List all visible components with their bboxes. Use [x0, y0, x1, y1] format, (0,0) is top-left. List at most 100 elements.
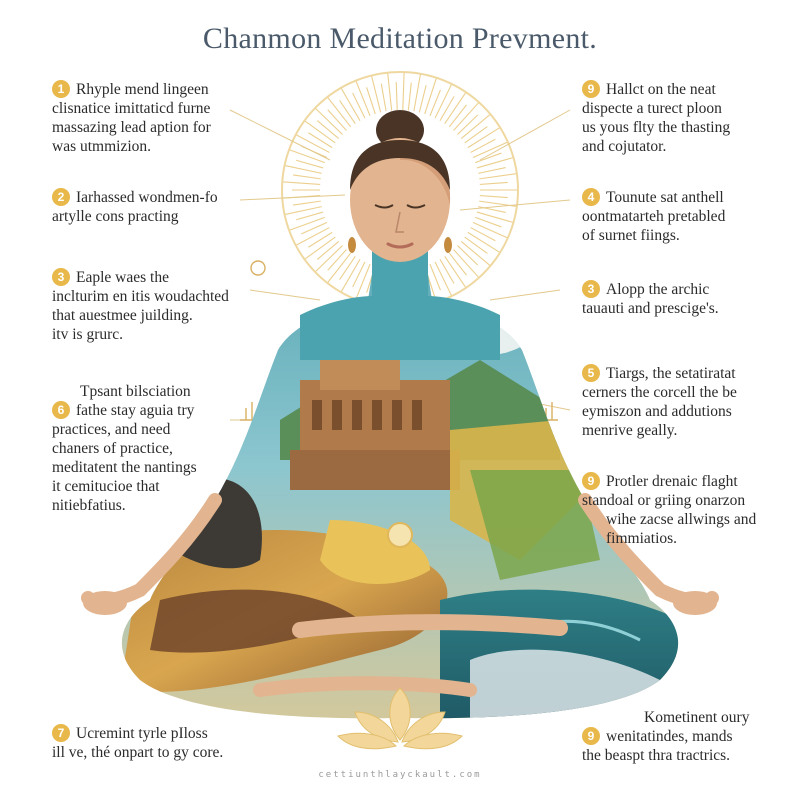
step-badge: 9: [582, 472, 600, 490]
halo-ray: [402, 72, 405, 111]
right-hand: [673, 591, 717, 615]
halo-ray: [308, 132, 333, 149]
lotus-icon: [337, 687, 463, 750]
halo-ray: [327, 249, 347, 271]
halo-ray: [472, 222, 509, 239]
halo-ray: [474, 152, 502, 164]
step-badge: 5: [582, 364, 600, 382]
halo-ray: [413, 73, 422, 112]
halo-ray: [316, 241, 340, 260]
halo-ray: [339, 100, 356, 124]
halo-ray: [288, 216, 326, 231]
halo-ray: [407, 82, 412, 111]
halo-ray: [314, 245, 343, 273]
halo-ray: [457, 114, 479, 135]
halo-ray: [464, 126, 488, 144]
halo-ray: [352, 92, 366, 119]
halo-ray: [295, 227, 330, 246]
orb: [387, 522, 413, 548]
step-badge: 7: [52, 724, 70, 742]
halo-ray: [429, 263, 441, 291]
left-hand: [83, 591, 127, 615]
step-badge: 6: [52, 401, 70, 419]
halo-ray: [326, 96, 352, 128]
halo-ray: [434, 261, 453, 297]
halo-ray: [464, 236, 488, 254]
halo-ray: [284, 206, 322, 216]
step-badge: 9: [582, 727, 600, 745]
halo-ray: [479, 173, 517, 180]
halo-ray: [448, 252, 467, 276]
halo-ray: [326, 252, 352, 284]
footer-url: cettiunthlayckault.com: [318, 770, 482, 780]
halo-ray: [308, 231, 333, 248]
step-badge: 9: [582, 80, 600, 98]
halo-ray: [444, 91, 467, 124]
halo-ray: [339, 256, 356, 280]
halo-ray: [467, 231, 501, 253]
halo-ray: [296, 211, 324, 221]
halo-ray: [448, 104, 467, 128]
halo-ray: [460, 113, 491, 139]
halo-ray: [288, 149, 326, 164]
head: [348, 110, 452, 262]
halo-ray: [387, 72, 393, 111]
step-badge: 1: [52, 80, 70, 98]
halo-ray: [429, 89, 441, 117]
halo-ray: [439, 259, 455, 284]
halo-ray: [453, 101, 480, 131]
halo-ray: [460, 241, 491, 267]
step-badge: 4: [582, 188, 600, 206]
halo-ray: [340, 259, 361, 293]
halo-ray: [327, 109, 347, 131]
halo-ray: [395, 82, 398, 111]
halo-ray: [304, 236, 336, 260]
halo-ray: [296, 159, 324, 169]
halo-ray: [479, 195, 508, 199]
halo-ray: [476, 156, 514, 169]
halo-ray: [284, 164, 322, 174]
halo-ray: [301, 222, 328, 235]
halo-ray: [453, 249, 480, 279]
halo-ray: [304, 120, 336, 144]
halo-ray: [474, 216, 502, 228]
halo-ray: [434, 83, 453, 119]
halo-ray: [380, 83, 387, 112]
halo-ray: [418, 85, 427, 113]
halo-ray: [476, 211, 514, 224]
shoulders: [300, 296, 500, 360]
halo-ray: [472, 141, 509, 158]
halo-ray: [444, 256, 467, 289]
halo-ray: [467, 127, 501, 149]
halo-ray: [340, 87, 361, 121]
halo-ray: [292, 174, 321, 180]
halo-ray: [478, 167, 506, 174]
halo-ray: [370, 75, 382, 113]
lower-foot: [253, 676, 477, 697]
halo-ray: [316, 120, 340, 139]
crossed-leg: [292, 614, 568, 638]
halo-ray: [470, 227, 496, 242]
halo-ray: [470, 138, 496, 153]
halo-ray: [355, 263, 371, 300]
halo-ray: [355, 80, 371, 117]
halo-ray: [352, 261, 366, 288]
step-badge: 2: [52, 188, 70, 206]
page-title: Chanmon Meditation Prevment.: [202, 22, 598, 55]
halo-ray: [457, 245, 479, 266]
step-badge: 3: [52, 268, 70, 286]
halo-ray: [314, 107, 343, 135]
halo-ray: [292, 200, 321, 206]
halo-ray: [282, 181, 321, 185]
